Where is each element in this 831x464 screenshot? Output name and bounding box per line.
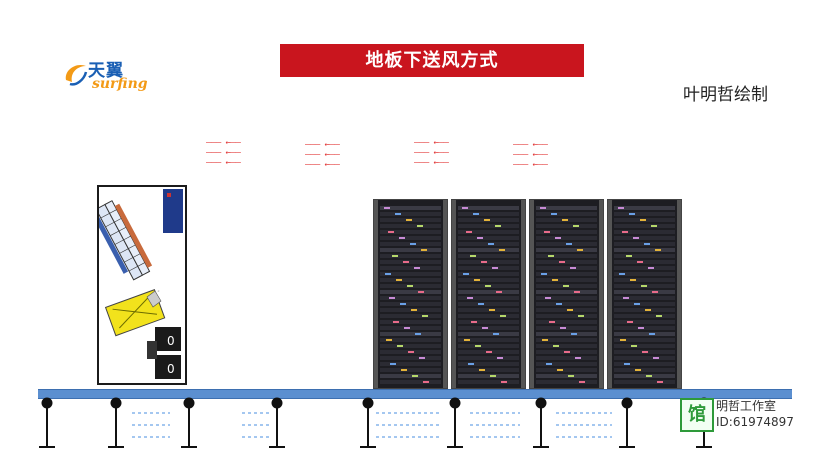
pedestal-icon	[108, 397, 124, 448]
precision-ac-unit: 0 0 ﾞ	[90, 185, 187, 385]
rack-internals	[608, 200, 681, 388]
hot-arrow-group-4: ‒‒‒ ←‒‒‒‒‒ ←‒‒‒‒‒ ←‒‒	[513, 140, 548, 170]
server-rack	[451, 199, 526, 389]
ac-display-top: 0	[167, 334, 175, 348]
pedestal-icon	[619, 397, 635, 448]
cold-air-arrows	[132, 412, 612, 438]
page-title: 地板下送风方式	[280, 44, 584, 77]
pedestal-icon	[447, 397, 463, 448]
rack-internals	[530, 200, 603, 388]
ac-display-bottom: 0	[167, 362, 175, 376]
logo-chinese-text: 天翼	[88, 61, 124, 81]
author-credit: 叶明哲绘制	[683, 85, 768, 105]
pedestal-icon	[181, 397, 197, 448]
server-rack	[529, 199, 604, 389]
tianyi-logo: 天翼 surfing	[62, 56, 162, 96]
raised-floor	[38, 389, 792, 399]
logo-english-text: surfing	[92, 76, 148, 92]
server-rack	[373, 199, 448, 389]
rack-internals	[452, 200, 525, 388]
hot-arrow-group-2: ‒‒‒ ←‒‒‒‒‒ ←‒‒‒‒‒ ←‒‒	[305, 140, 340, 170]
pedestal-icon	[533, 397, 549, 448]
ac-internals-illustration: 0 0 ﾞ	[90, 189, 183, 379]
server-rack	[607, 199, 682, 389]
rack-internals	[374, 200, 447, 388]
hot-arrow-group-3: ‒‒‒ ←‒‒‒‒‒ ←‒‒‒‒‒ ←‒‒	[414, 138, 449, 168]
hot-arrow-group-1: ‒‒‒ ←‒‒‒‒‒ ←‒‒‒‒‒ ←‒‒	[206, 138, 241, 168]
watermark-studio: 明哲工作室	[716, 399, 777, 413]
pedestal-icon	[360, 397, 376, 448]
watermark-id: ID:61974897	[716, 415, 794, 429]
svg-text:ﾞ: ﾞ	[157, 288, 167, 296]
pedestal-icon	[269, 397, 285, 448]
logo-swoosh-icon	[65, 64, 88, 86]
watermark-badge: 馆	[680, 398, 714, 432]
pedestal-icon	[39, 397, 55, 448]
